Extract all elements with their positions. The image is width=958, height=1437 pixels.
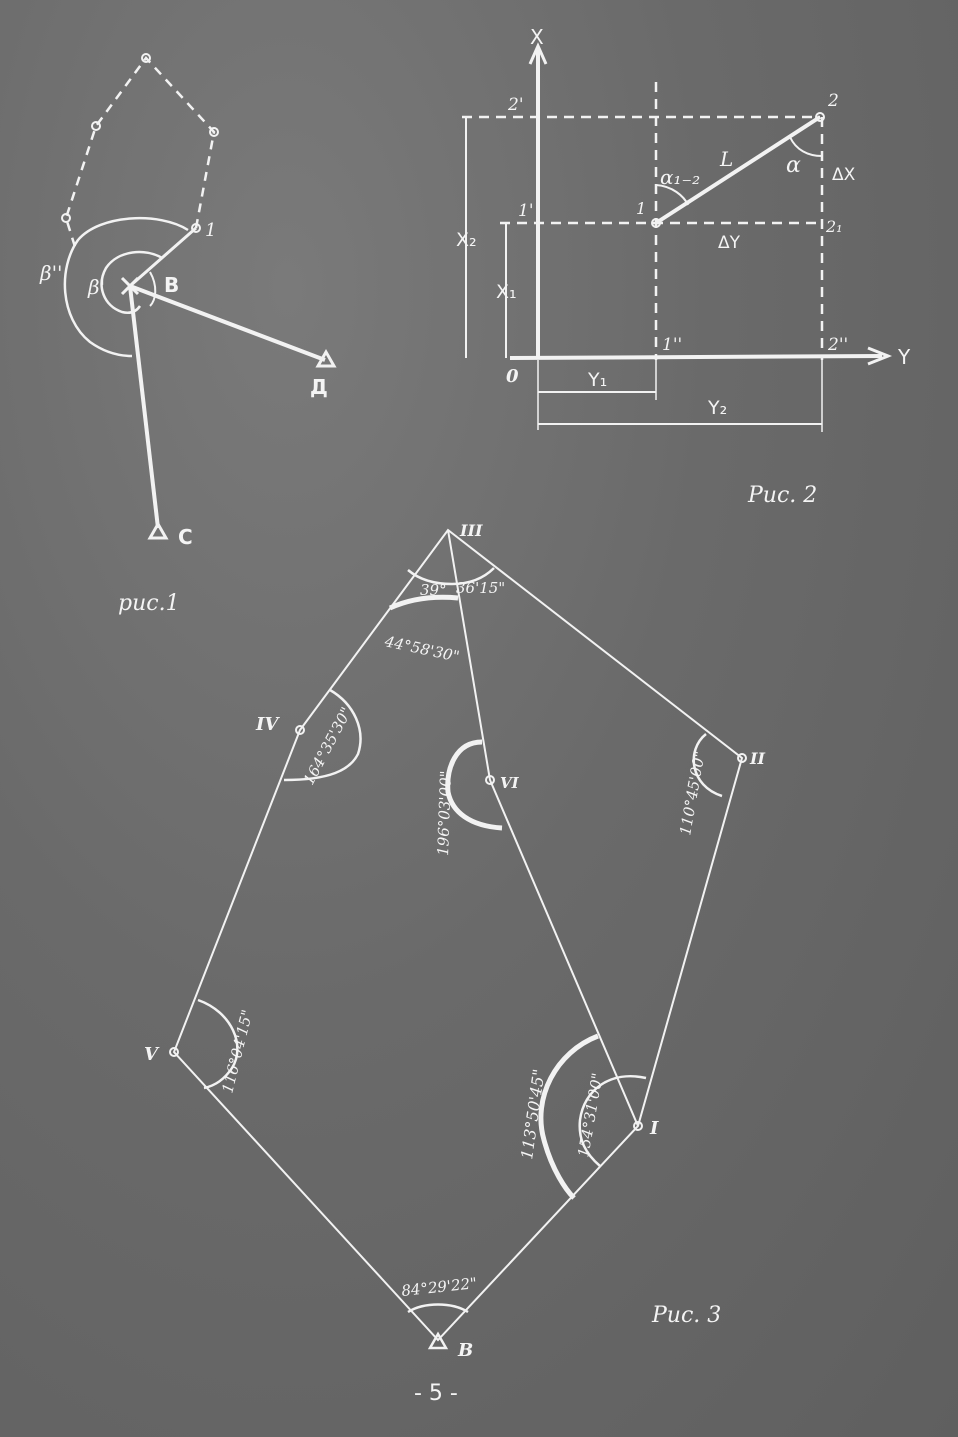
label-point-1: 1: [205, 220, 216, 241]
angle-VI: 196°03'00": [434, 770, 455, 856]
label-2sub1: 2₁: [825, 217, 843, 236]
alpha12-arc: [655, 184, 689, 206]
label-Y1: Y₁: [587, 369, 607, 391]
axis-y-arrow: [867, 346, 893, 366]
vertex-V-marker: [169, 1047, 179, 1057]
axis-y-line: [509, 354, 883, 360]
axis-x-label: X: [530, 25, 544, 49]
traverse-point: [61, 213, 71, 223]
diagonal-traverse: [447, 529, 639, 1127]
arc-VI: [445, 739, 503, 831]
label-beta2: β'': [39, 261, 63, 285]
label-X2: X₂: [456, 229, 477, 251]
alpha-arc: [789, 136, 823, 157]
label-2prime: 2': [507, 95, 524, 115]
line-B-D: [129, 284, 326, 362]
angle-V: 116°04'15": [218, 1008, 256, 1095]
angle-B: 84°29'22": [401, 1274, 478, 1300]
label-vertex-IV: IV: [255, 714, 280, 735]
traverse-point-1: [191, 223, 201, 233]
small-arc: [149, 271, 157, 307]
label-1prime: 1': [518, 201, 534, 221]
vertex-VI-marker: [485, 775, 495, 785]
arc-V: [197, 998, 239, 1090]
label-vertex-II: II: [749, 749, 765, 768]
label-vertex-III: III: [459, 521, 483, 540]
traverse-point: [91, 121, 101, 131]
beta2-arc: [63, 216, 189, 358]
traverse-point: [209, 127, 219, 137]
figure-1: β'' β' B 1 Д C рис.1: [39, 53, 337, 616]
axis-x-arrow: [528, 42, 548, 65]
arc-IV: [283, 688, 362, 782]
label-deltaX: ΔX: [832, 165, 856, 185]
arc-III-small: [407, 567, 495, 586]
traverse-point: [141, 53, 151, 63]
label-L: L: [719, 147, 733, 171]
arc-I-inner: [578, 1075, 647, 1167]
label-D: Д: [310, 375, 328, 399]
label-vertex-V: V: [144, 1044, 160, 1065]
label-deltaY: ΔY: [718, 233, 741, 253]
line-B-C: [128, 285, 160, 529]
triangle-B-icon: [427, 1331, 449, 1350]
angle-III-left: 39°: [420, 581, 447, 599]
label-pt2: 2: [827, 91, 839, 111]
caption-fig2: Рис. 2: [747, 483, 817, 508]
line-B-1: [129, 226, 197, 288]
station-B-marker: [120, 276, 140, 296]
triangle-D-icon: [315, 348, 337, 368]
axis-y-label: Y: [897, 345, 911, 369]
angle-I-inner: 154°31'00": [574, 1072, 607, 1159]
outer-traverse: [172, 528, 744, 1342]
dashed-traverse: [64, 56, 216, 251]
label-vertex-I: I: [649, 1118, 659, 1139]
label-Y2: Y₂: [707, 397, 727, 419]
arc-III-large: [388, 594, 459, 611]
label-C: C: [178, 525, 193, 549]
vertex-I-marker: [633, 1121, 643, 1131]
label-vertex-VI: VI: [500, 774, 520, 792]
label-beta1: β': [87, 275, 105, 299]
figure-3: III II IV VI V I B 39° 36'15" 44°58'30" …: [144, 521, 765, 1361]
angle-II: 110°45'00": [676, 750, 709, 837]
vertex-II-marker: [737, 753, 747, 763]
arc-II: [692, 733, 723, 798]
segment-L: [654, 115, 822, 225]
label-alpha12: α₁₋₂: [660, 165, 700, 189]
triangle-C-icon: [147, 520, 169, 540]
label-2dbl: 2'': [827, 335, 848, 355]
label-1dbl: 1'': [662, 335, 682, 355]
point-2: [815, 112, 825, 122]
label-X1: X₁: [496, 281, 517, 303]
origin-label: 0: [506, 366, 519, 387]
caption-fig3: Рис. 3: [651, 1303, 721, 1328]
arc-B: [407, 1303, 469, 1314]
angle-III-total: 44°58'30": [382, 632, 461, 666]
page-number: - 5 -: [414, 1381, 458, 1406]
point-1: [651, 218, 661, 228]
label-vertex-B: B: [457, 1340, 473, 1361]
label-pt1: 1: [636, 199, 646, 218]
beta1-arc: [100, 250, 163, 314]
label-alpha: α: [786, 153, 801, 178]
figure-2: X Y 0 2' 1' 1 2 2₁ 1'' 2'' L α₁₋₂ α ΔX Δ…: [456, 25, 911, 508]
arc-I-outer: [538, 1033, 599, 1200]
label-B: B: [164, 273, 179, 297]
caption-fig1: рис.1: [118, 591, 180, 616]
angle-III-right: 36'15": [456, 579, 505, 597]
vertex-IV-marker: [295, 725, 305, 735]
